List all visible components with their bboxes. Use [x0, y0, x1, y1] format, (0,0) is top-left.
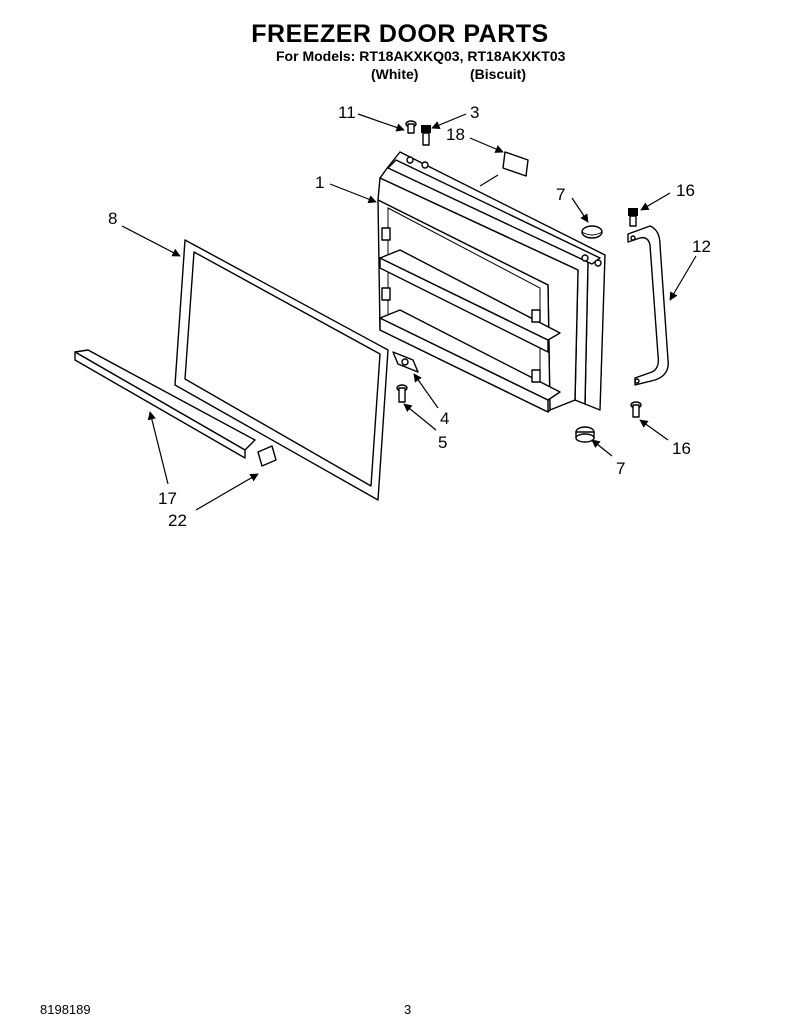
callout-16-top: 16	[676, 181, 695, 200]
callout-1: 1	[315, 173, 324, 192]
variant-biscuit: (Biscuit)	[470, 66, 526, 82]
callout-11: 11	[338, 103, 356, 122]
models-line: For Models: RT18AKXKQ03, RT18AKXKT03	[276, 48, 566, 64]
door-liner-part	[377, 151, 606, 413]
callout-16-bottom: 16	[672, 439, 691, 458]
callout-18: 18	[446, 125, 465, 144]
hinge-bracket-part	[392, 351, 419, 373]
callout-22: 22	[168, 511, 187, 530]
hole-plug-top	[581, 225, 603, 239]
callout-12: 12	[692, 237, 711, 256]
door-gasket-part	[174, 239, 389, 501]
trim-end-cap-part	[257, 445, 277, 467]
handle-screw-top	[628, 208, 638, 227]
callout-8: 8	[108, 209, 117, 228]
callout-7-bottom: 7	[616, 459, 625, 478]
screw-part-3	[421, 125, 431, 146]
callout-7-top: 7	[556, 185, 565, 204]
callout-4: 4	[440, 409, 449, 428]
hole-plug-bottom	[575, 426, 595, 443]
hinge-screw-part	[396, 384, 408, 403]
door-label-part	[502, 151, 529, 177]
variant-white: (White)	[371, 66, 419, 82]
page-title: FREEZER DOOR PARTS	[251, 20, 549, 48]
handle-screw-bottom	[630, 401, 642, 418]
door-handle-part	[627, 225, 669, 386]
screw-part-11	[405, 120, 417, 134]
callout-17: 17	[158, 489, 177, 508]
page-number: 3	[404, 1002, 412, 1017]
callout-5: 5	[438, 433, 447, 452]
document-number: 8198189	[40, 1002, 91, 1017]
callout-3: 3	[470, 103, 479, 122]
trim-strip-part	[74, 349, 256, 459]
